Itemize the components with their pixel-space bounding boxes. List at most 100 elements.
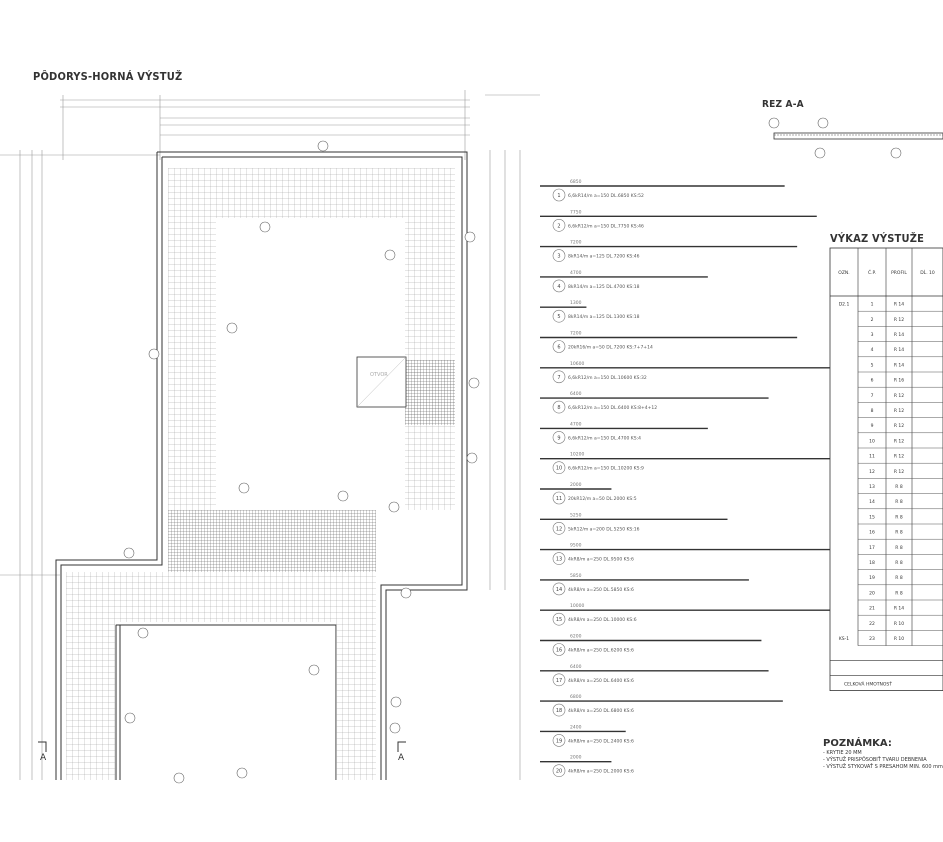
table-cell: R 10: [894, 636, 904, 642]
table-cell: 10: [869, 438, 875, 444]
bar-number-bubble: [552, 703, 566, 717]
table-total-label: CELKOVÁ HMOTNOSŤ: [844, 680, 892, 688]
table-header-cell: DĹ. 10: [920, 269, 935, 276]
bar-number: 2: [557, 223, 560, 229]
bar-number: 14: [556, 587, 562, 593]
bar-length: 6800: [570, 694, 582, 700]
bar-number-bubble: [552, 491, 566, 505]
table-cell: R 14: [894, 606, 904, 612]
bar-description: 8kR14/m a=125 DL.7200 KS:46: [568, 254, 640, 260]
plan-callouts: [123, 140, 480, 784]
opening: OTVOR: [356, 356, 407, 408]
bar-number: 17: [556, 678, 562, 684]
bar-length: 5250: [570, 512, 582, 518]
table-cell: R 8: [895, 590, 903, 596]
table-cell: 11: [869, 454, 875, 460]
bar-length: 10200: [570, 452, 584, 458]
table-cell: R 8: [895, 530, 903, 536]
table-cell: 14: [869, 499, 875, 505]
plan-title: PÔDORYS-HORNÁ VÝSTUŽ: [33, 70, 183, 83]
bar-number: 9: [557, 435, 560, 441]
bar-description: 4kR8/m a=250 DL.5850 KS:6: [568, 587, 634, 593]
bar-length: 2400: [570, 724, 582, 730]
opening-label: OTVOR: [370, 372, 388, 378]
bar-length: 2000: [570, 482, 582, 488]
bar-number-bubble: [552, 370, 566, 384]
bar-number: 10: [556, 466, 562, 472]
bar-number-bubble: [552, 552, 566, 565]
bar-description: 20kR16/m a=50 DL.7200 KS:7+7+14: [568, 345, 653, 351]
bar-description: 4kR8/m a=250 DL.9500 KS:6: [568, 557, 634, 563]
table-cell: 4: [871, 347, 874, 353]
bar-number-bubble: [552, 582, 566, 596]
note-title: POZNÁMKA:: [823, 738, 892, 749]
bar-description: 4kR8/m a=250 DL.6400 KS:6: [568, 678, 634, 684]
table-cell: 13: [869, 484, 875, 490]
bar-description: 8kR14/m a=125 DL.1300 KS:18: [568, 314, 640, 320]
table-cell: 16: [869, 530, 875, 536]
bar-number-bubble: [552, 673, 566, 687]
bar-length: 6400: [570, 664, 582, 670]
table-cell: 12: [869, 469, 875, 475]
table-cell: 21: [869, 606, 875, 612]
table-cell: R 12: [894, 408, 904, 414]
top-dimension-chains: [60, 90, 540, 160]
table-cell: R 8: [895, 499, 903, 505]
bar-description: 6,6kR12/m a=150 DL.10200 KS:9: [568, 466, 644, 472]
table-cell: R 12: [894, 438, 904, 444]
section-mark-right: A: [398, 753, 405, 763]
table-cell: R 10: [894, 621, 904, 627]
table-header-cell: PROFIL: [891, 270, 907, 276]
bar-description: 5kR12/m a=200 DL.5250 KS:16: [568, 526, 640, 532]
table-cell: R 14: [894, 362, 904, 368]
bar-length: 4700: [570, 270, 582, 276]
bar-number-bubble: [552, 340, 566, 353]
table-cell: R 8: [895, 560, 903, 566]
table-cell: 9: [871, 423, 874, 429]
bar-number: 8: [557, 405, 560, 411]
bar-description: 20kR12/m a=50 DL.2000 KS:5: [568, 496, 637, 502]
note-block: POZNÁMKA: - KRYTIE 20 MM - VÝSTUŽ PRISPÔ…: [823, 738, 943, 771]
bar-number: 15: [556, 617, 562, 623]
note-line-2: - VÝSTUŽ PRISPÔSOBIŤ TVARU DEBNENIA: [823, 757, 927, 763]
table-cell: 19: [869, 575, 875, 581]
schedule-title: VÝKAZ VÝSTUŽE: [830, 232, 925, 245]
bar-number-bubble: [552, 400, 566, 414]
table-cell: R 8: [895, 575, 903, 581]
bar-number: 4: [557, 284, 560, 290]
reinforcement-mesh: [66, 168, 455, 780]
bar-number-bubble: [552, 188, 566, 202]
table-cell: 18: [869, 560, 875, 566]
bar-number-bubble: [552, 521, 566, 535]
bar-length: 10600: [570, 361, 584, 367]
table-cell: 15: [869, 514, 875, 520]
table-cell: R 12: [894, 469, 904, 475]
bar-description: 6,6kR12/m a=150 DL.6400 KS:8+4+12: [568, 405, 657, 411]
table-cell: R 14: [894, 347, 904, 353]
bar-length: 6850: [570, 179, 582, 185]
bar-length: 10000: [570, 603, 584, 609]
bar-description: 6,6kR12/m a=150 DL.4700 KS:4: [568, 435, 641, 441]
bar-length: 2000: [570, 755, 582, 761]
bar-number-bubble: [552, 309, 566, 323]
bar-number: 6: [557, 345, 560, 351]
left-dimension-chains: [0, 150, 521, 780]
section-title: REZ A-A: [762, 99, 804, 110]
bar-number-bubble: [552, 764, 566, 778]
bar-length: 1300: [570, 300, 582, 306]
bar-length: 9500: [570, 543, 582, 549]
bar-number: 18: [556, 708, 562, 714]
table-cell: 6: [871, 378, 874, 384]
table-cell: 7: [871, 393, 874, 399]
bar-length: 4700: [570, 421, 582, 427]
note-line-1: - KRYTIE 20 MM: [823, 750, 862, 756]
table-cell: R 14: [894, 332, 904, 338]
table-cell: 8: [871, 408, 874, 414]
table-cell: KS-1: [839, 636, 849, 642]
bar-number-bubble: [552, 279, 566, 293]
table-cell: R 8: [895, 545, 903, 551]
table-cell: 1: [871, 302, 874, 308]
bar-number: 1: [557, 193, 560, 199]
